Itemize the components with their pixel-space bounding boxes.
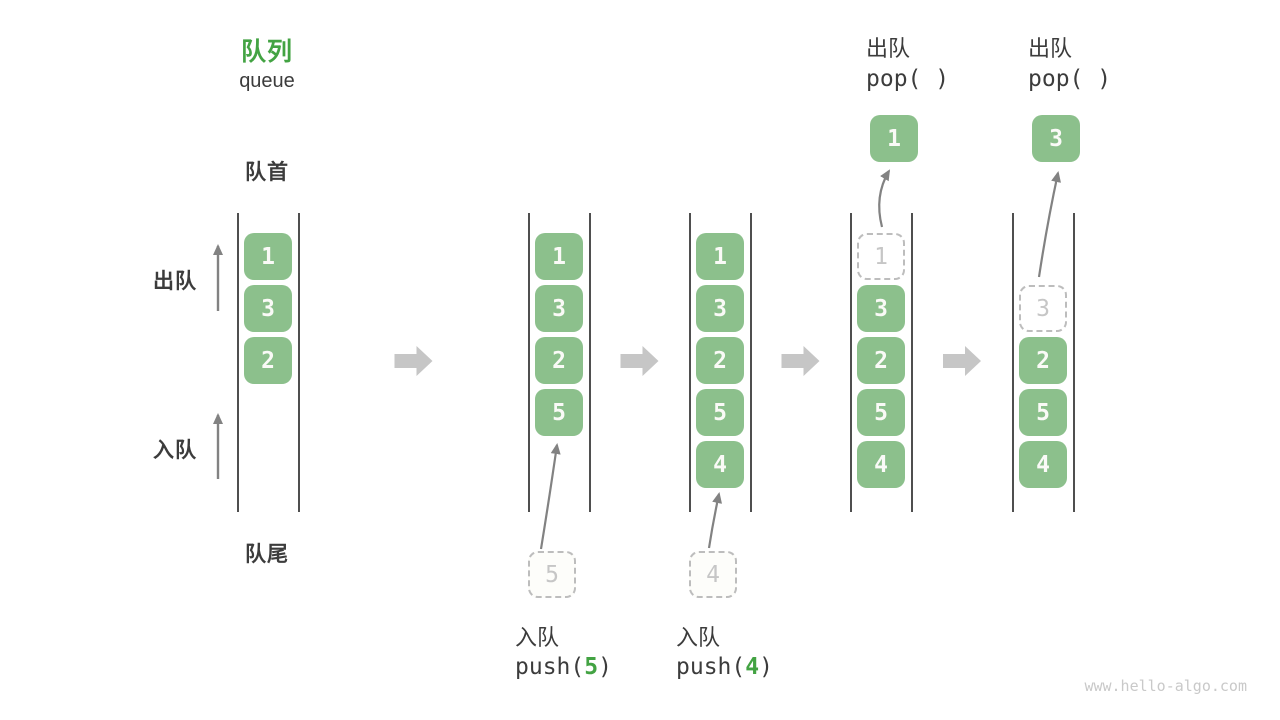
queue-3-cell-2: 3: [696, 285, 744, 332]
diagram-title: 队列: [240, 38, 294, 66]
queue-3-left-wall: [688, 213, 691, 512]
queue-4-left-wall: [849, 213, 852, 512]
queue-2-push-suffix: ): [598, 654, 612, 680]
watermark: www.hello-algo.com: [1084, 677, 1247, 695]
step-arrow-2: [620, 346, 659, 376]
queue-3-cell-1: 1: [696, 233, 744, 280]
queue-4-cell-1: 1: [857, 233, 905, 280]
queue-5-dequeue-op-label: 出队: [1028, 36, 1073, 61]
queue-5-pop-code-label: pop( ): [1028, 66, 1112, 92]
queue-3-push-code-label: push(4): [676, 654, 773, 680]
queue-2-push-code-label: push(5): [515, 654, 612, 680]
queue-5-left-wall: [1011, 213, 1014, 512]
queue-1-left-wall: [236, 213, 239, 512]
queue-front-label: 队首: [245, 161, 289, 184]
queue-5-cell-4: 5: [1019, 389, 1067, 436]
push-arrow-state-2: [539, 443, 561, 550]
queue-4-cell-3: 2: [857, 337, 905, 384]
queue-3-push-arg: 4: [745, 654, 760, 680]
queue-4-popped-cell: 1: [870, 115, 918, 162]
push-arrow-state-3: [707, 492, 723, 549]
queue-5-cell-3: 2: [1019, 337, 1067, 384]
queue-4-dequeue-op-label: 出队: [866, 36, 911, 61]
queue-2-cell-4: 5: [535, 389, 583, 436]
queue-2-right-wall: [588, 213, 591, 512]
queue-2-left-wall: [527, 213, 530, 512]
queue-4-cell-5: 4: [857, 441, 905, 488]
queue-2-cell-2: 3: [535, 285, 583, 332]
queue-3-push-prefix: push(: [676, 654, 746, 680]
queue-3-incoming-cell: 4: [689, 551, 737, 598]
step-arrow-3: [781, 346, 820, 376]
dequeue-side-label: 出队: [153, 270, 197, 293]
queue-3-right-wall: [749, 213, 752, 512]
queue-5-right-wall: [1072, 213, 1075, 512]
queue-rear-label: 队尾: [245, 543, 289, 566]
queue-4-right-wall: [910, 213, 913, 512]
queue-3-push-suffix: ): [759, 654, 773, 680]
queue-5-cell-2: 3: [1019, 285, 1067, 332]
queue-5-popped-cell: 3: [1032, 115, 1080, 162]
queue-2-cell-1: 1: [535, 233, 583, 280]
queue-3-cell-3: 2: [696, 337, 744, 384]
queue-3-cell-5: 4: [696, 441, 744, 488]
queue-4-cell-4: 5: [857, 389, 905, 436]
queue-5-cell-5: 4: [1019, 441, 1067, 488]
queue-1-right-wall: [297, 213, 300, 512]
step-arrow-4: [943, 346, 981, 376]
queue-2-incoming-cell: 5: [528, 551, 576, 598]
queue-3-enqueue-op-label: 入队: [676, 625, 721, 650]
queue-1-cell-2: 3: [244, 285, 292, 332]
queue-1-cell-1: 1: [244, 233, 292, 280]
queue-4-pop-code-label: pop( ): [866, 66, 950, 92]
queue-2-push-arg: 5: [584, 654, 599, 680]
queue-2-push-prefix: push(: [515, 654, 585, 680]
queue-4-cell-2: 3: [857, 285, 905, 332]
diagram-subtitle: queue: [239, 70, 295, 92]
step-arrow-1: [394, 346, 433, 376]
pop-arrow-state-5: [1037, 171, 1061, 278]
queue-2-enqueue-op-label: 入队: [515, 625, 560, 650]
pop-arrow-state-4: [878, 169, 891, 228]
enqueue-side-label: 入队: [153, 439, 197, 462]
queue-2-cell-3: 2: [535, 337, 583, 384]
queue-3-cell-4: 5: [696, 389, 744, 436]
queue-1-cell-3: 2: [244, 337, 292, 384]
